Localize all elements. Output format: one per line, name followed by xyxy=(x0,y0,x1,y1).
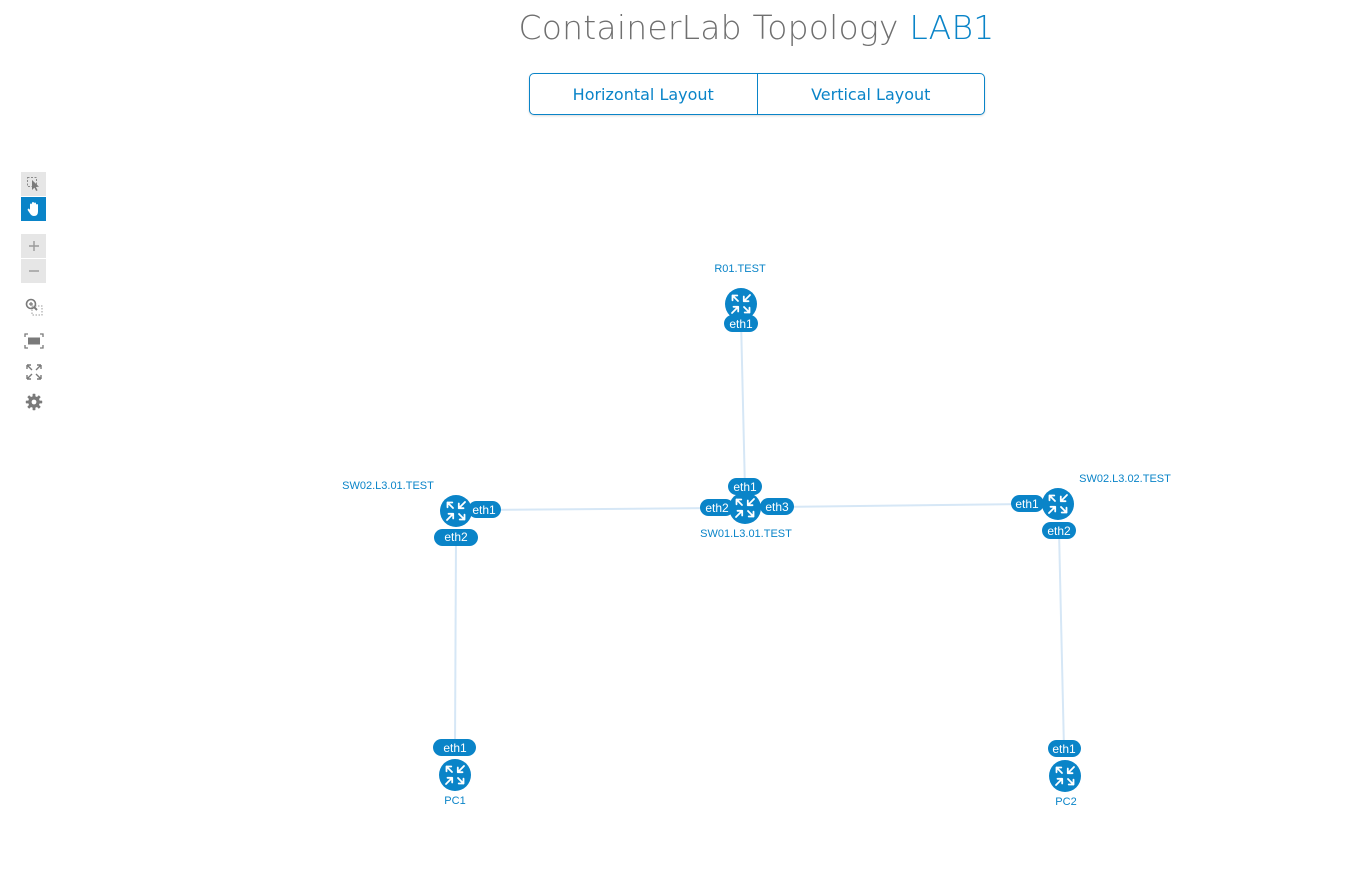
port-badge xyxy=(468,501,501,518)
zoom-area-icon xyxy=(25,298,42,316)
node-label-pc1: PC1 xyxy=(444,795,465,807)
link-sw02a-sw01[interactable] xyxy=(483,507,717,511)
select-mode-icon xyxy=(26,177,39,191)
port-label: eth3 xyxy=(765,500,789,514)
pan-mode-icon xyxy=(27,202,38,216)
port-label: eth1 xyxy=(729,317,753,331)
settings-button[interactable] xyxy=(21,390,46,414)
port-label: eth1 xyxy=(1052,742,1076,756)
zoom-out-icon xyxy=(28,270,39,272)
node-label-sw02a: SW02.L3.01.TEST xyxy=(342,480,434,492)
port-badge xyxy=(1042,522,1076,539)
pan-mode-button[interactable] xyxy=(21,197,46,221)
port-label: eth1 xyxy=(1015,497,1039,511)
link-sw02a-pc1[interactable] xyxy=(454,536,457,749)
zoom-in-icon xyxy=(28,241,39,251)
node-pc2[interactable]: eth1 PC2 xyxy=(1048,740,1081,808)
port-label: eth1 xyxy=(443,741,467,755)
node-label-sw01: SW01.L3.01.TEST xyxy=(700,528,792,540)
port-badge xyxy=(1048,740,1081,757)
router-icon xyxy=(440,495,472,527)
node-label-sw02b: SW02.L3.02.TEST xyxy=(1079,473,1171,485)
link-sw01-sw02b[interactable] xyxy=(776,503,1028,508)
node-label-r01: R01.TEST xyxy=(714,263,766,275)
fullscreen-button[interactable] xyxy=(21,360,46,384)
node-label-pc2: PC2 xyxy=(1055,796,1076,808)
zoom-in-button[interactable] xyxy=(21,234,46,258)
layout-button-group: Horizontal Layout Vertical Layout xyxy=(529,73,985,115)
zoom-area-button[interactable] xyxy=(21,295,46,319)
vertical-layout-button[interactable]: Vertical Layout xyxy=(756,74,985,114)
node-sw02a[interactable]: SW02.L3.01.TEST eth1 eth2 xyxy=(342,480,501,546)
horizontal-layout-button[interactable]: Horizontal Layout xyxy=(572,84,714,104)
router-icon xyxy=(1042,488,1074,520)
port-badge xyxy=(434,529,478,546)
port-badge xyxy=(1011,495,1044,512)
fit-view-icon xyxy=(23,333,44,349)
port-label: eth1 xyxy=(733,480,757,494)
fullscreen-icon xyxy=(25,364,42,380)
port-badge xyxy=(760,498,794,515)
link-sw02b-pc2[interactable] xyxy=(1058,530,1065,750)
select-mode-button[interactable] xyxy=(21,172,46,196)
link-r01-sw01[interactable] xyxy=(740,319,746,491)
title-prefix: ContainerLab Topology xyxy=(518,8,899,47)
gear-icon xyxy=(25,393,42,411)
port-label: eth2 xyxy=(705,501,729,515)
port-badge xyxy=(728,478,762,495)
port-badge xyxy=(724,315,758,332)
router-icon xyxy=(439,759,471,791)
port-label: eth1 xyxy=(472,503,496,517)
node-sw01[interactable]: eth1 eth2 eth3 SW01.L3.01.TEST xyxy=(700,478,794,540)
port-badge xyxy=(700,499,734,516)
port-badge xyxy=(433,739,476,756)
port-label: eth2 xyxy=(444,530,468,544)
node-r01[interactable]: R01.TEST eth1 xyxy=(714,263,766,332)
router-icon xyxy=(1049,760,1081,792)
zoom-out-button[interactable] xyxy=(21,259,46,283)
node-sw02b[interactable]: SW02.L3.02.TEST eth1 eth2 xyxy=(1011,473,1171,539)
lab-name: LAB1 xyxy=(909,8,995,47)
port-label: eth2 xyxy=(1047,524,1071,538)
fit-view-button[interactable] xyxy=(21,329,46,353)
node-pc1[interactable]: eth1 PC1 xyxy=(433,739,476,807)
page-title: ContainerLab Topology LAB1 xyxy=(0,8,1370,47)
